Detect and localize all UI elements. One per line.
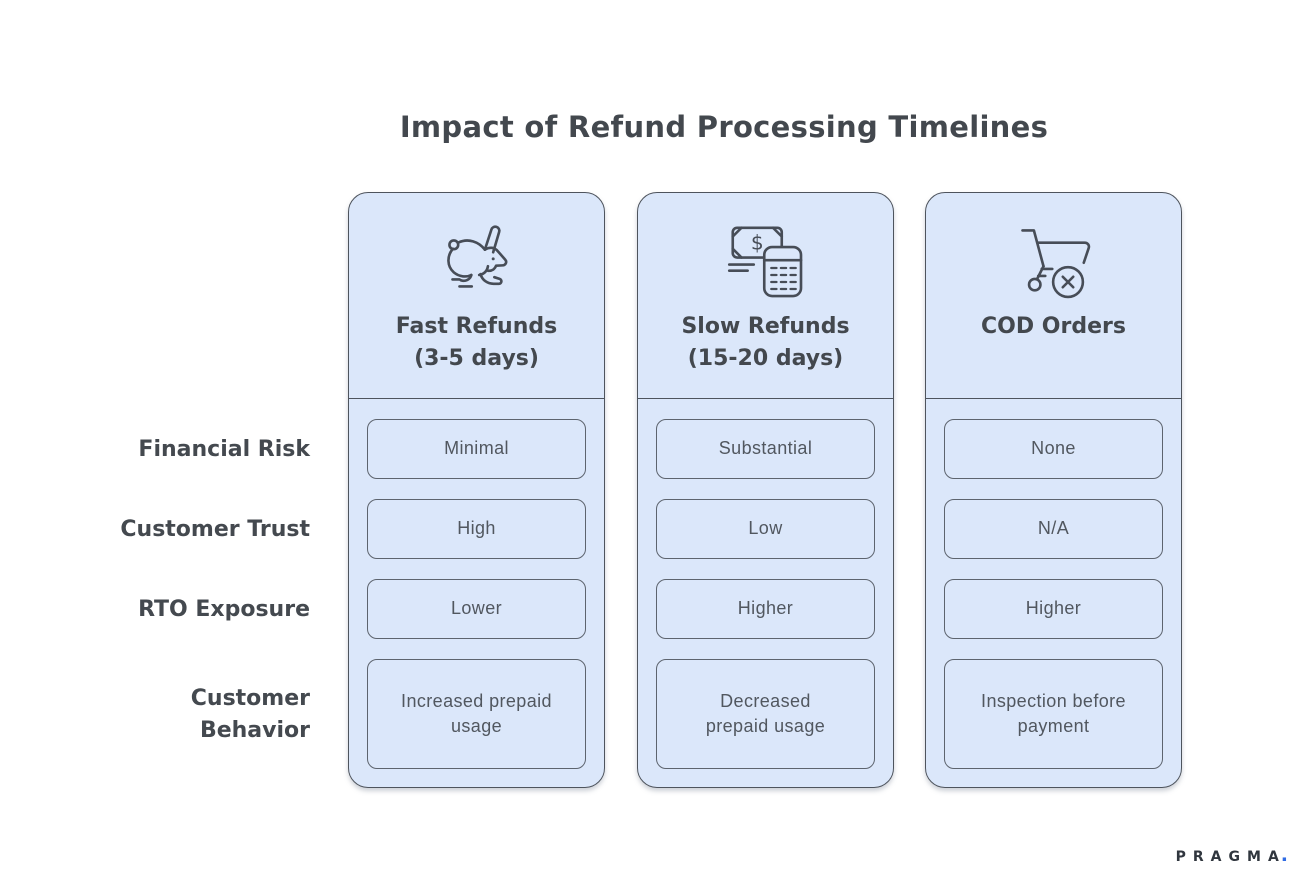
row-label-financial-risk: Financial Risk bbox=[138, 437, 310, 463]
column-card-fast-refunds: Fast Refunds (3-5 days) Minimal High Low… bbox=[348, 192, 605, 788]
column-header-cod-orders: COD Orders bbox=[926, 193, 1181, 399]
money-calculator-icon: $ bbox=[724, 217, 808, 305]
column-title-fast-refunds: Fast Refunds (3-5 days) bbox=[395, 314, 558, 371]
diagram-title: Impact of Refund Processing Timelines bbox=[399, 110, 1049, 144]
cell-slow-customer-behavior: Decreased prepaid usage bbox=[656, 659, 875, 769]
svg-text:$: $ bbox=[750, 231, 763, 255]
column-body-cod-orders: None N/A Higher Inspection before paymen… bbox=[926, 399, 1181, 789]
rabbit-icon bbox=[435, 217, 519, 305]
column-card-cod-orders: COD Orders None N/A Higher Inspection be… bbox=[925, 192, 1182, 788]
cell-fast-customer-behavior: Increased prepaid usage bbox=[367, 659, 586, 769]
cell-fast-rto-exposure: Lower bbox=[367, 579, 586, 639]
brand-logo: PRAGMA. bbox=[1176, 844, 1288, 866]
cell-fast-financial-risk: Minimal bbox=[367, 419, 586, 479]
column-header-slow-refunds: $ Slow Refunds (15-20 days) bbox=[638, 193, 893, 399]
brand-name: PRAGMA bbox=[1175, 849, 1286, 865]
cell-cod-customer-behavior: Inspection before payment bbox=[944, 659, 1163, 769]
brand-dot: . bbox=[1280, 844, 1288, 866]
column-title-cod-orders: COD Orders bbox=[981, 314, 1126, 339]
cell-fast-customer-trust: High bbox=[367, 499, 586, 559]
row-labels: Financial Risk Customer Trust RTO Exposu… bbox=[0, 420, 310, 770]
row-label-customer-trust: Customer Trust bbox=[120, 517, 310, 543]
cart-cancel-icon bbox=[1012, 217, 1096, 305]
cell-slow-customer-trust: Low bbox=[656, 499, 875, 559]
cell-slow-financial-risk: Substantial bbox=[656, 419, 875, 479]
row-label-rto-exposure: RTO Exposure bbox=[138, 597, 310, 623]
column-header-fast-refunds: Fast Refunds (3-5 days) bbox=[349, 193, 604, 399]
cell-slow-rto-exposure: Higher bbox=[656, 579, 875, 639]
column-card-slow-refunds: $ Slow Refunds (15-20 days) Substantial … bbox=[637, 192, 894, 788]
cell-cod-rto-exposure: Higher bbox=[944, 579, 1163, 639]
column-title-slow-refunds: Slow Refunds (15-20 days) bbox=[681, 314, 850, 371]
column-body-fast-refunds: Minimal High Lower Increased prepaid usa… bbox=[349, 399, 604, 789]
column-body-slow-refunds: Substantial Low Higher Decreased prepaid… bbox=[638, 399, 893, 789]
cell-cod-customer-trust: N/A bbox=[944, 499, 1163, 559]
row-label-customer-behavior: Customer Behavior bbox=[190, 686, 310, 743]
cell-cod-financial-risk: None bbox=[944, 419, 1163, 479]
